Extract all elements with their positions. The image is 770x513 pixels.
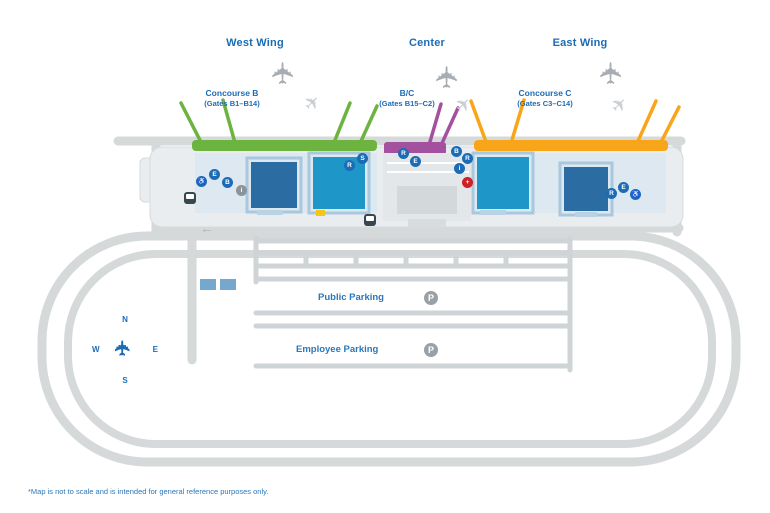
road-loop-inner xyxy=(64,250,716,448)
elevator-icon: E xyxy=(209,169,220,180)
lobby-core xyxy=(397,186,457,214)
map-disclaimer: *Map is not to scale and is intended for… xyxy=(28,487,269,496)
baggage-icon: B xyxy=(451,146,462,157)
bus-icon xyxy=(364,214,376,226)
concourse-c-label: Concourse C (Gates C3–C14) xyxy=(490,88,600,108)
baggage-belt xyxy=(575,212,597,217)
concourse-c-strip xyxy=(474,140,668,151)
compass-rose: N W E S ✈ xyxy=(90,315,160,385)
cell-lot-block xyxy=(200,279,216,290)
compass-west-label: W xyxy=(92,345,100,354)
compass-east-label: E xyxy=(152,345,158,354)
cell-lot-block xyxy=(220,279,236,290)
compass-plane-icon: ✈ xyxy=(112,339,135,357)
concourse-c-name: Concourse C xyxy=(518,88,572,98)
info-icon: i xyxy=(236,185,247,196)
bus-glyph xyxy=(186,194,194,199)
one-way-arrow-icon: ← xyxy=(200,220,214,236)
concourse-b-label: Concourse B (Gates B1–B14) xyxy=(177,88,287,108)
stairs-icon: S xyxy=(357,153,368,164)
gate-area-outline xyxy=(307,151,371,215)
parking-icon: P xyxy=(424,343,438,357)
concourse-b-gates: (Gates B1–B14) xyxy=(204,98,260,108)
airplane-icon: ✈ xyxy=(267,60,301,86)
concourse-c-gates: (Gates C3–C14) xyxy=(517,98,573,108)
west-wing-label: West Wing xyxy=(226,37,284,49)
airplane-icon: ✈ xyxy=(595,60,629,86)
bus-glyph xyxy=(366,216,374,221)
east-wing-label: East Wing xyxy=(552,37,608,49)
compass-south-label: S xyxy=(122,376,128,385)
elevator-icon: E xyxy=(410,156,421,167)
connector-bc-label: B/C (Gates B15–C2) xyxy=(352,88,462,108)
wheelchair-icon: ♿ xyxy=(630,189,641,200)
concourse-b-strip xyxy=(192,140,377,151)
restroom-icon: R xyxy=(462,153,473,164)
gate-area-b-west xyxy=(251,162,297,208)
info-icon: i xyxy=(454,163,465,174)
baggage-icon: B xyxy=(222,177,233,188)
restroom-icon: R xyxy=(344,160,355,171)
parking-lot-lines xyxy=(253,235,573,373)
baggage-belt xyxy=(480,210,506,215)
center-label: Center xyxy=(408,37,446,49)
elevator-icon: E xyxy=(618,182,629,193)
parking-icon: P xyxy=(424,291,438,305)
restroom-icon: R xyxy=(398,148,409,159)
gate-area-c-west xyxy=(477,157,529,209)
road-loop-outer xyxy=(37,231,741,467)
concourse-b-name: Concourse B xyxy=(205,88,259,98)
gate-area-c-east xyxy=(564,167,608,211)
highlight-block xyxy=(316,210,325,216)
airplane-icon: ✈ xyxy=(431,64,465,90)
gate-area-b-east xyxy=(313,157,365,209)
connector-bc-gates: (Gates B15–C2) xyxy=(379,98,435,108)
lobby-entry-tab xyxy=(408,219,446,227)
wheelchair-icon: ♿ xyxy=(196,176,207,187)
employee-parking-label: Employee Parking xyxy=(296,344,379,355)
connector-bc-name: B/C xyxy=(399,88,415,98)
first-aid-icon: + xyxy=(462,177,473,188)
restroom-icon: R xyxy=(606,188,617,199)
bus-icon xyxy=(184,192,196,204)
baggage-belt xyxy=(257,210,283,215)
public-parking-label: Public Parking xyxy=(318,292,384,303)
compass-north-label: N xyxy=(122,315,128,324)
